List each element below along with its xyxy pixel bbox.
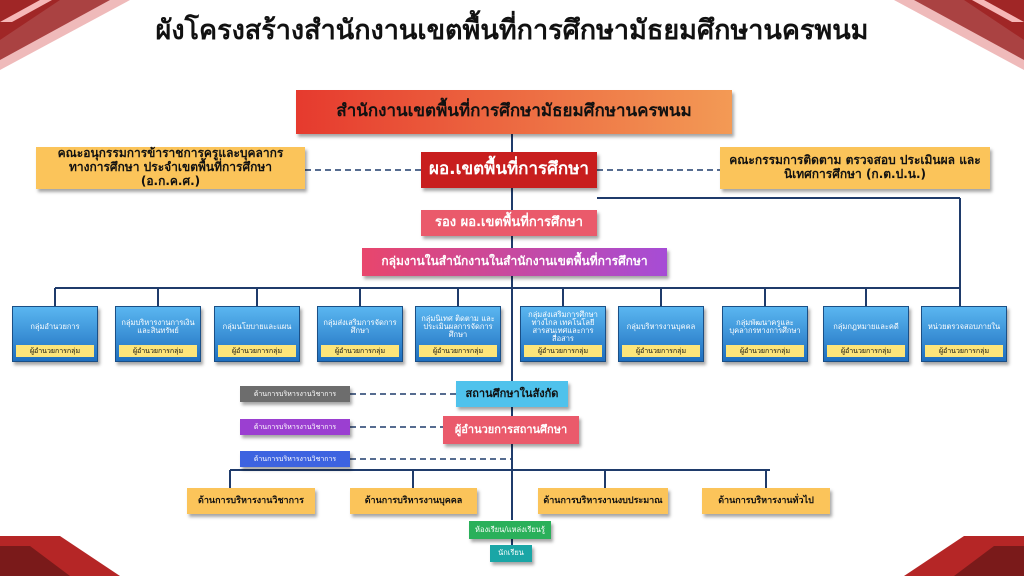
group-name: กลุ่มส่งเสริมการจัดการศึกษา — [323, 317, 397, 335]
principal-box: ผู้อำนวยการสถานศึกษา — [443, 416, 579, 444]
deputy-director-box: รอง ผอ.เขตพื้นที่การศึกษา — [421, 210, 597, 236]
group-box: กลุ่มนิเทศ ติดตาม และประเมินผลการจัดการศ… — [415, 306, 501, 362]
group-head: ผู้อำนวยการกลุ่ม — [218, 345, 296, 357]
group-name: กลุ่มอำนวยการ — [30, 321, 80, 331]
left-label-purple: ด้านการบริหารงานวิชาการ — [240, 419, 350, 435]
committee-right-box: คณะกรรมการติดตาม ตรวจสอบ ประเมินผล และนิ… — [720, 147, 990, 189]
group-head: ผู้อำนวยการกลุ่ม — [827, 345, 905, 357]
committee-left-box: คณะอนุกรรมการข้าราชการครูและบุคลากรทางกา… — [36, 146, 305, 189]
office-groups-box: กลุ่มงานในสำนักงานในสำนักงานเขตพื้นที่กา… — [362, 248, 667, 276]
group-head: ผู้อำนวยการกลุ่ม — [119, 345, 197, 357]
group-name: กลุ่มบริหารงานการเงินและสินทรัพย์ — [121, 317, 195, 335]
group-head: ผู้อำนวยการกลุ่ม — [16, 345, 94, 357]
group-box: กลุ่มพัฒนาครูและบุคลากรทางการศึกษา ผู้อำ… — [722, 306, 808, 362]
group-name: กลุ่มนโยบายและแผน — [222, 321, 292, 331]
bottom-personnel-box: ด้านการบริหารงานบุคคล — [350, 488, 477, 514]
group-box: กลุ่มบริหารงานการเงินและสินทรัพย์ ผู้อำน… — [115, 306, 201, 362]
group-box: กลุ่มส่งเสริมการจัดการศึกษา ผู้อำนวยการก… — [317, 306, 403, 362]
group-head: ผู้อำนวยการกลุ่ม — [419, 345, 497, 357]
group-box: กลุ่มบริหารงานบุคคล ผู้อำนวยการกลุ่ม — [618, 306, 704, 362]
group-name: กลุ่มบริหารงานบุคคล — [626, 321, 696, 331]
corner-decoration-bottom-right — [904, 536, 1024, 576]
office-box: สำนักงานเขตพื้นที่การศึกษามัธยมศึกษานครพ… — [296, 90, 732, 134]
group-name: หน่วยตรวจสอบภายใน — [927, 321, 1001, 331]
group-box: กลุ่มส่งเสริมการศึกษาทางไกล เทคโนโลยีสาร… — [520, 306, 606, 362]
group-head: ผู้อำนวยการกลุ่ม — [622, 345, 700, 357]
group-name: กลุ่มกฎหมายและคดี — [833, 321, 899, 331]
left-label-gray: ด้านการบริหารงานวิชาการ — [240, 386, 350, 402]
group-head: ผู้อำนวยการกลุ่ม — [524, 345, 602, 357]
classroom-box: ห้องเรียน/แหล่งเรียนรู้ — [469, 521, 551, 539]
left-label-blue: ด้านการบริหารงานวิชาการ — [240, 451, 350, 467]
group-head: ผู้อำนวยการกลุ่ม — [726, 345, 804, 357]
director-box: ผอ.เขตพื้นที่การศึกษา — [421, 152, 597, 188]
group-box: หน่วยตรวจสอบภายใน ผู้อำนวยการกลุ่ม — [921, 306, 1007, 362]
bottom-general-box: ด้านการบริหารงานทั่วไป — [702, 488, 830, 514]
corner-decoration-top-right — [894, 0, 1024, 70]
bottom-budget-box: ด้านการบริหารงานงบประมาณ — [538, 488, 668, 514]
group-name: กลุ่มนิเทศ ติดตาม และประเมินผลการจัดการศ… — [421, 313, 495, 340]
student-box: นักเรียน — [490, 545, 532, 562]
page-title: ผังโครงสร้างสำนักงานเขตพื้นที่การศึกษามั… — [155, 15, 869, 46]
group-head: ผู้อำนวยการกลุ่ม — [925, 345, 1003, 357]
group-box: กลุ่มกฎหมายและคดี ผู้อำนวยการกลุ่ม — [823, 306, 909, 362]
corner-decoration-top-left — [0, 0, 130, 70]
school-box: สถานศึกษาในสังกัด — [456, 381, 568, 407]
group-head: ผู้อำนวยการกลุ่ม — [321, 345, 399, 357]
bottom-academic-box: ด้านการบริหารงานวิชาการ — [187, 488, 315, 514]
group-box: กลุ่มอำนวยการ ผู้อำนวยการกลุ่ม — [12, 306, 98, 362]
group-name: กลุ่มพัฒนาครูและบุคลากรทางการศึกษา — [729, 317, 801, 335]
group-name: กลุ่มส่งเสริมการศึกษาทางไกล เทคโนโลยีสาร… — [528, 309, 598, 344]
corner-decoration-bottom-left — [0, 536, 120, 576]
group-box: กลุ่มนโยบายและแผน ผู้อำนวยการกลุ่ม — [214, 306, 300, 362]
